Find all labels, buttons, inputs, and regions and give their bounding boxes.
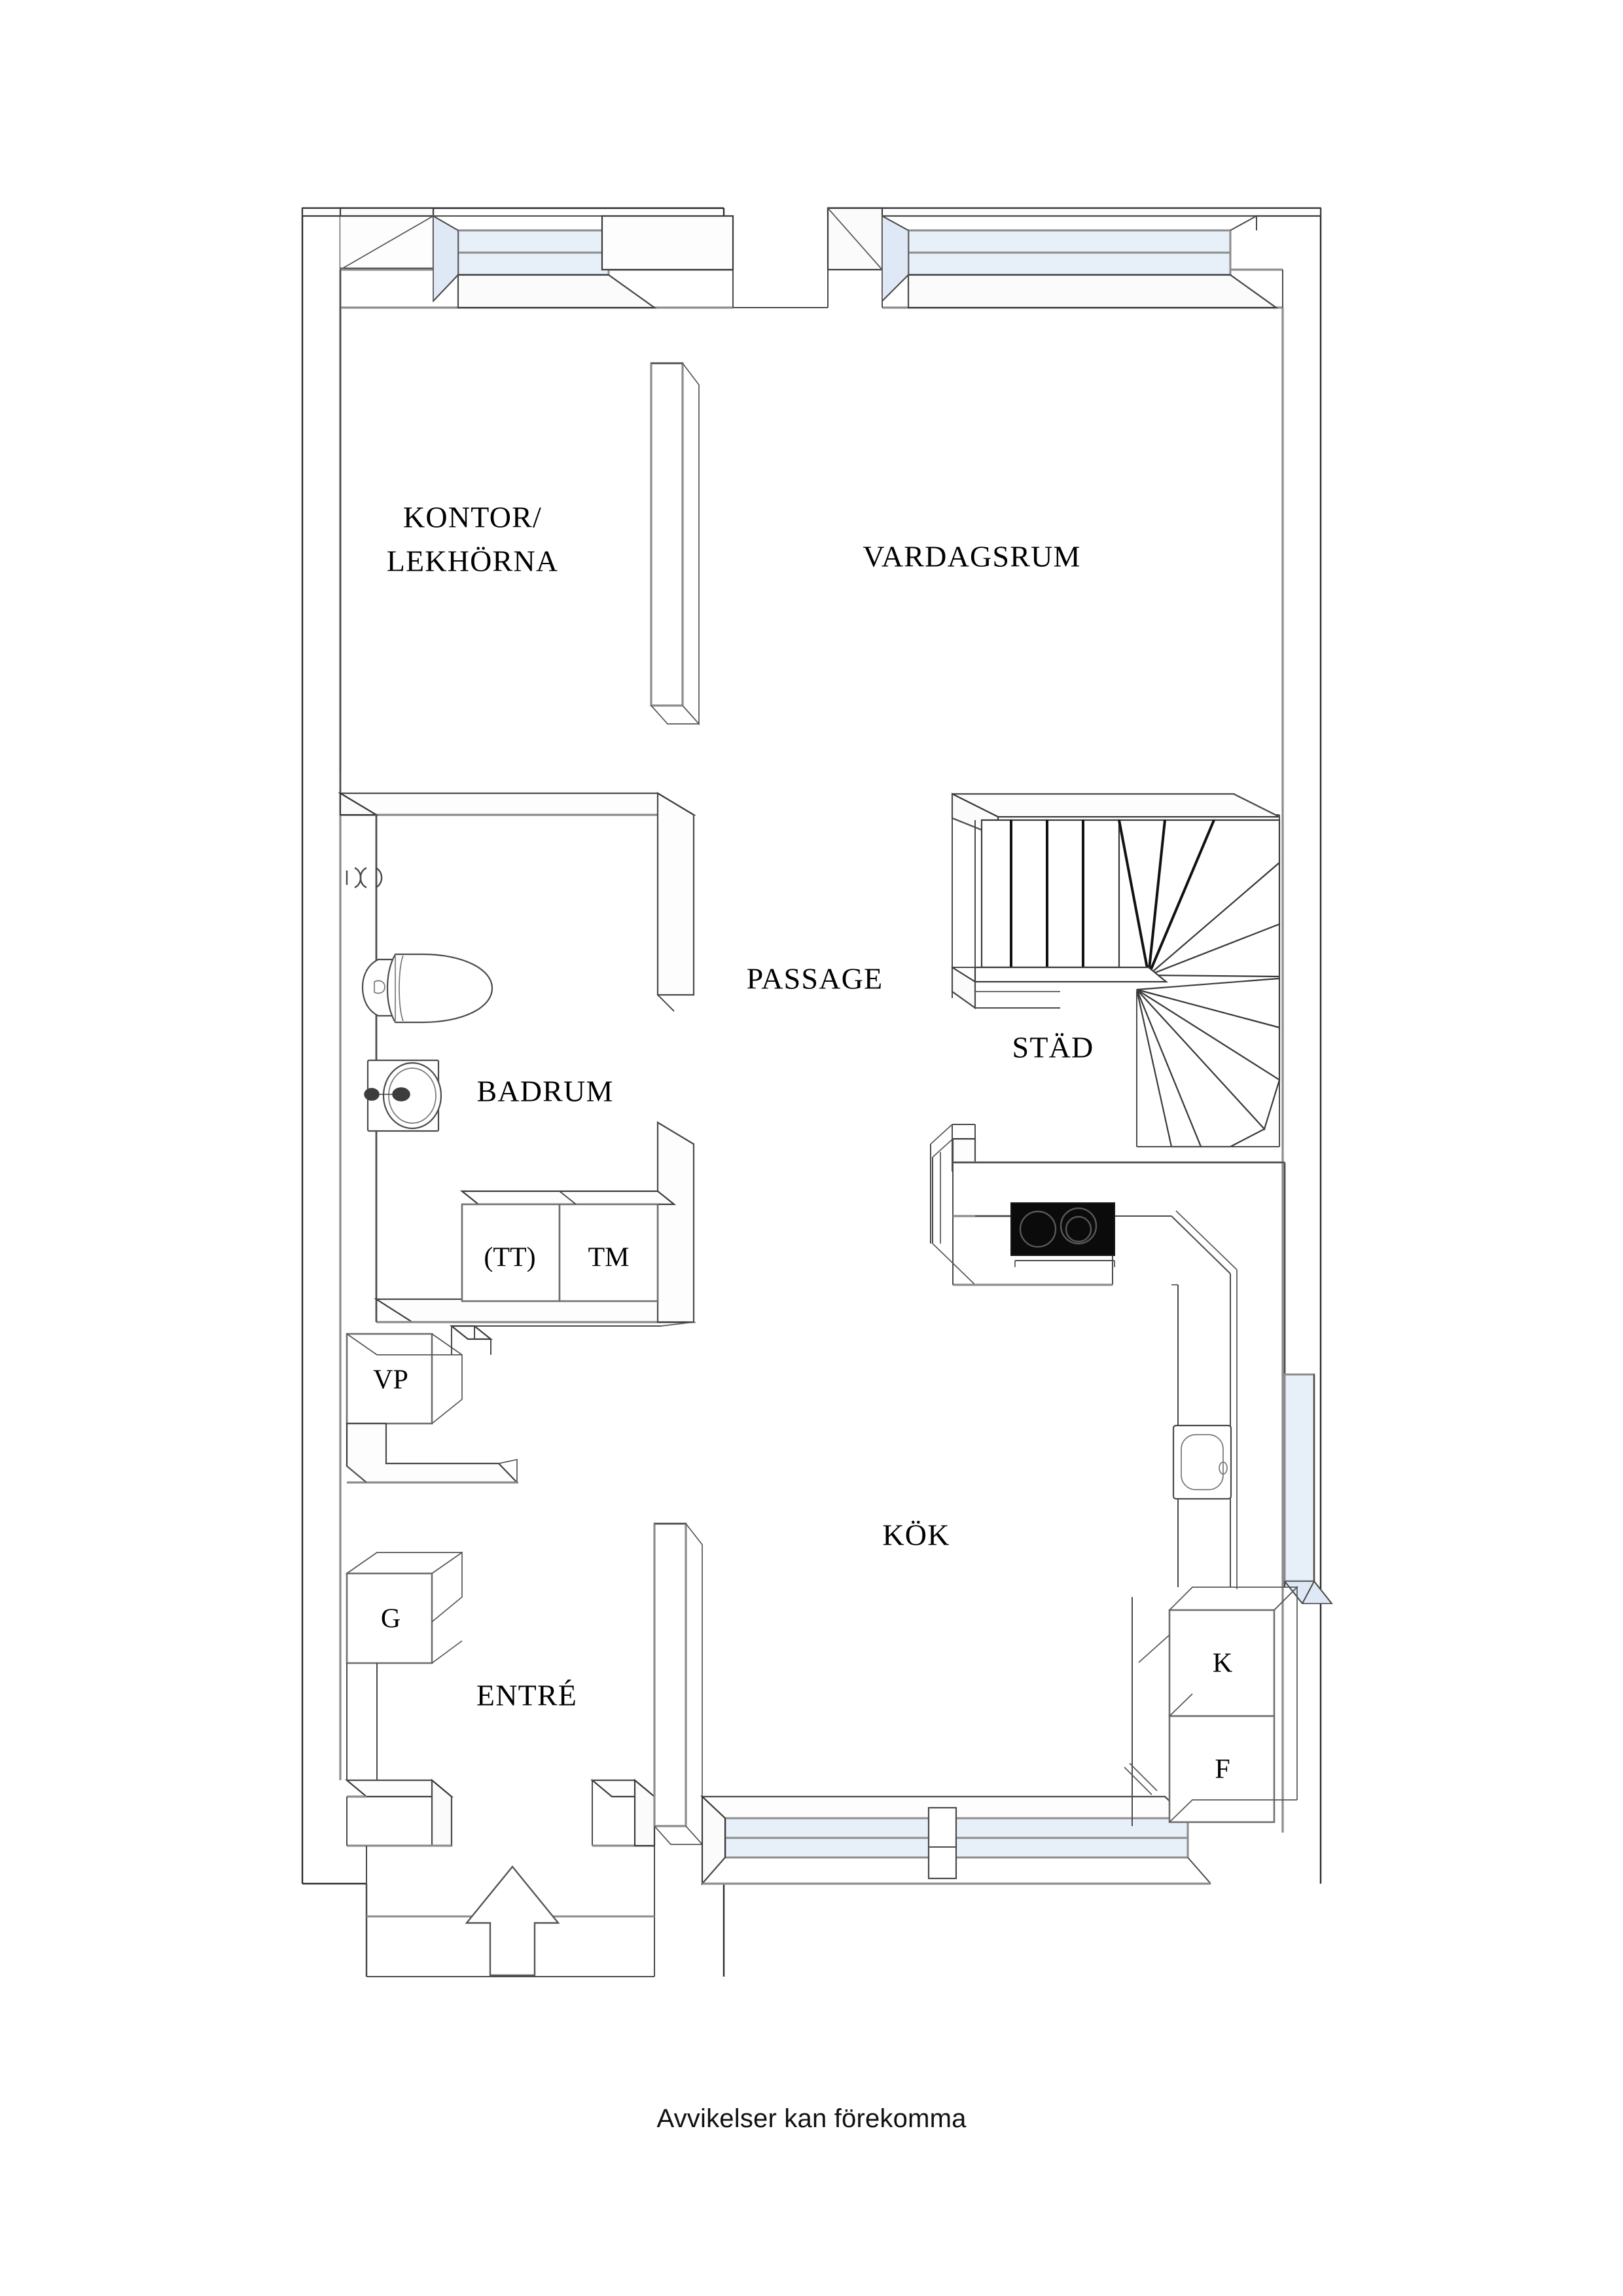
disclaimer-footnote: Avvikelser kan förekomma [656, 2104, 967, 2133]
label-torktumlare: (TT) [484, 1243, 535, 1273]
toilet-fixture [361, 953, 493, 1024]
exterior-wall-west [339, 308, 342, 1780]
window-east-kitchen [1283, 1373, 1333, 1604]
room-label-vardagsrum: VARDAGSRUM [863, 540, 1080, 573]
room-label-passage: PASSAGE [747, 962, 883, 996]
room-labels: KONTOR/ LEKHÖRNA VARDAGSRUM PASSAGE STÄD… [387, 501, 1094, 1712]
wall-ledge-between-cabinets [346, 1422, 519, 1484]
washbasin-fixture [364, 1059, 442, 1132]
heat-pump-cabinet [346, 1321, 694, 1425]
staircase [951, 793, 1281, 1148]
cleaning-closet-walls [930, 1124, 976, 1244]
room-label-kontor-line1: KONTOR/ [403, 501, 542, 534]
label-tvattmaskin: TM [588, 1243, 630, 1273]
fridge-freezer-column [1124, 1585, 1299, 1826]
room-label-badrum: BADRUM [476, 1075, 613, 1108]
room-label-entre: ENTRÉ [476, 1679, 577, 1712]
wardrobe-cabinet [346, 1551, 463, 1780]
room-label-stad: STÄD [1012, 1031, 1094, 1064]
floor-drain-icon [346, 867, 383, 889]
kitchen-counter-east [1171, 1284, 1232, 1587]
entrance-direction-arrow [465, 1865, 560, 1977]
label-garderob: G [381, 1604, 401, 1634]
label-varmepump: VP [373, 1365, 408, 1395]
partition-wall-hall-kitchen [653, 1522, 703, 1846]
interior-wall-mid-horizontal [338, 792, 696, 1012]
kitchen-counter-north [932, 1138, 1286, 1589]
label-kyl: K [1213, 1649, 1232, 1679]
label-frys: F [1215, 1755, 1230, 1785]
room-label-kok: KÖK [882, 1518, 950, 1552]
window-north-west [433, 215, 734, 309]
exterior-wall-south [700, 1795, 1211, 1886]
laundry-appliance-boxes [459, 1190, 677, 1302]
window-north-east [882, 215, 1279, 309]
partition-wall-office-living [650, 362, 700, 726]
room-label-kontor-line2: LEKHÖRNA [387, 545, 559, 578]
fixture-labels: (TT) TM VP G K F [373, 1243, 1232, 1785]
